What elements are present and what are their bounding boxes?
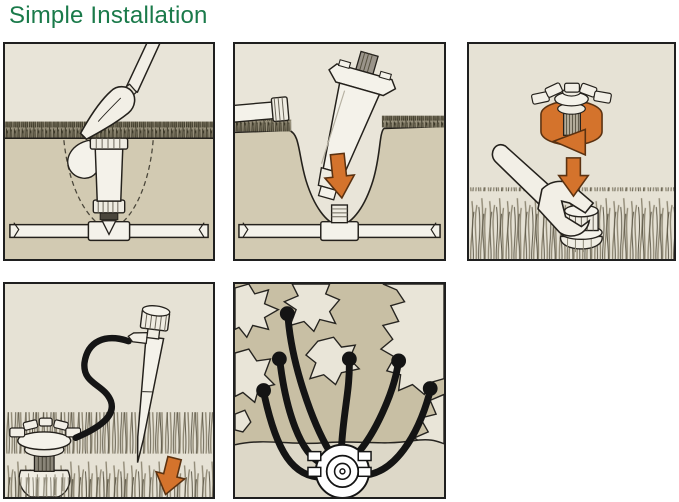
down-arrow-icon: [557, 157, 590, 198]
plant-blobs: [235, 284, 444, 449]
panel-3-attach-manifold-head: [467, 42, 676, 261]
tubing-layout-illustration: [235, 284, 444, 497]
head-ports: [9, 417, 82, 438]
shovel-icon: [79, 44, 161, 141]
manifold-top-view-icon: [307, 443, 372, 497]
grass-left: [235, 119, 292, 132]
buried-pipe: [238, 204, 441, 242]
down-arrow-icon: [154, 455, 187, 496]
manifold-head-icon: [531, 82, 612, 157]
wrench-icon: [491, 143, 595, 237]
sprinkler-lying-on-grass: [235, 96, 290, 124]
panel-1-dig-hole: [3, 42, 215, 261]
grass-strip: [5, 121, 213, 139]
panel-5-tubing-layout: [233, 282, 446, 499]
dig-hole-illustration: [5, 44, 213, 259]
drip-tubing: [72, 335, 132, 442]
hole-outline-dashed: [63, 140, 154, 226]
grass-right: [381, 115, 444, 128]
down-arrow-icon: [323, 152, 356, 200]
attach-head-illustration: [469, 44, 674, 259]
panel-4-place-drip-stake: [3, 282, 215, 499]
head-ports: [531, 82, 612, 105]
drip-stake-illustration: [5, 284, 213, 497]
drip-stake-icon: [127, 305, 171, 463]
pipe-tee-fitting: [320, 220, 359, 242]
rotate-arrowhead: [551, 128, 587, 157]
emitter-dots: [256, 306, 438, 398]
front-grass-overlay: [5, 477, 135, 497]
removed-soil-blob: [67, 139, 100, 179]
page-title: Simple Installation: [9, 2, 208, 29]
panel-2-insert-sprinkler-body: [233, 42, 446, 261]
insert-body-illustration: [235, 44, 444, 259]
buried-sprinkler-body: [89, 137, 129, 236]
sprinkler-body-icon: [317, 50, 397, 201]
threaded-riser: [330, 204, 349, 224]
